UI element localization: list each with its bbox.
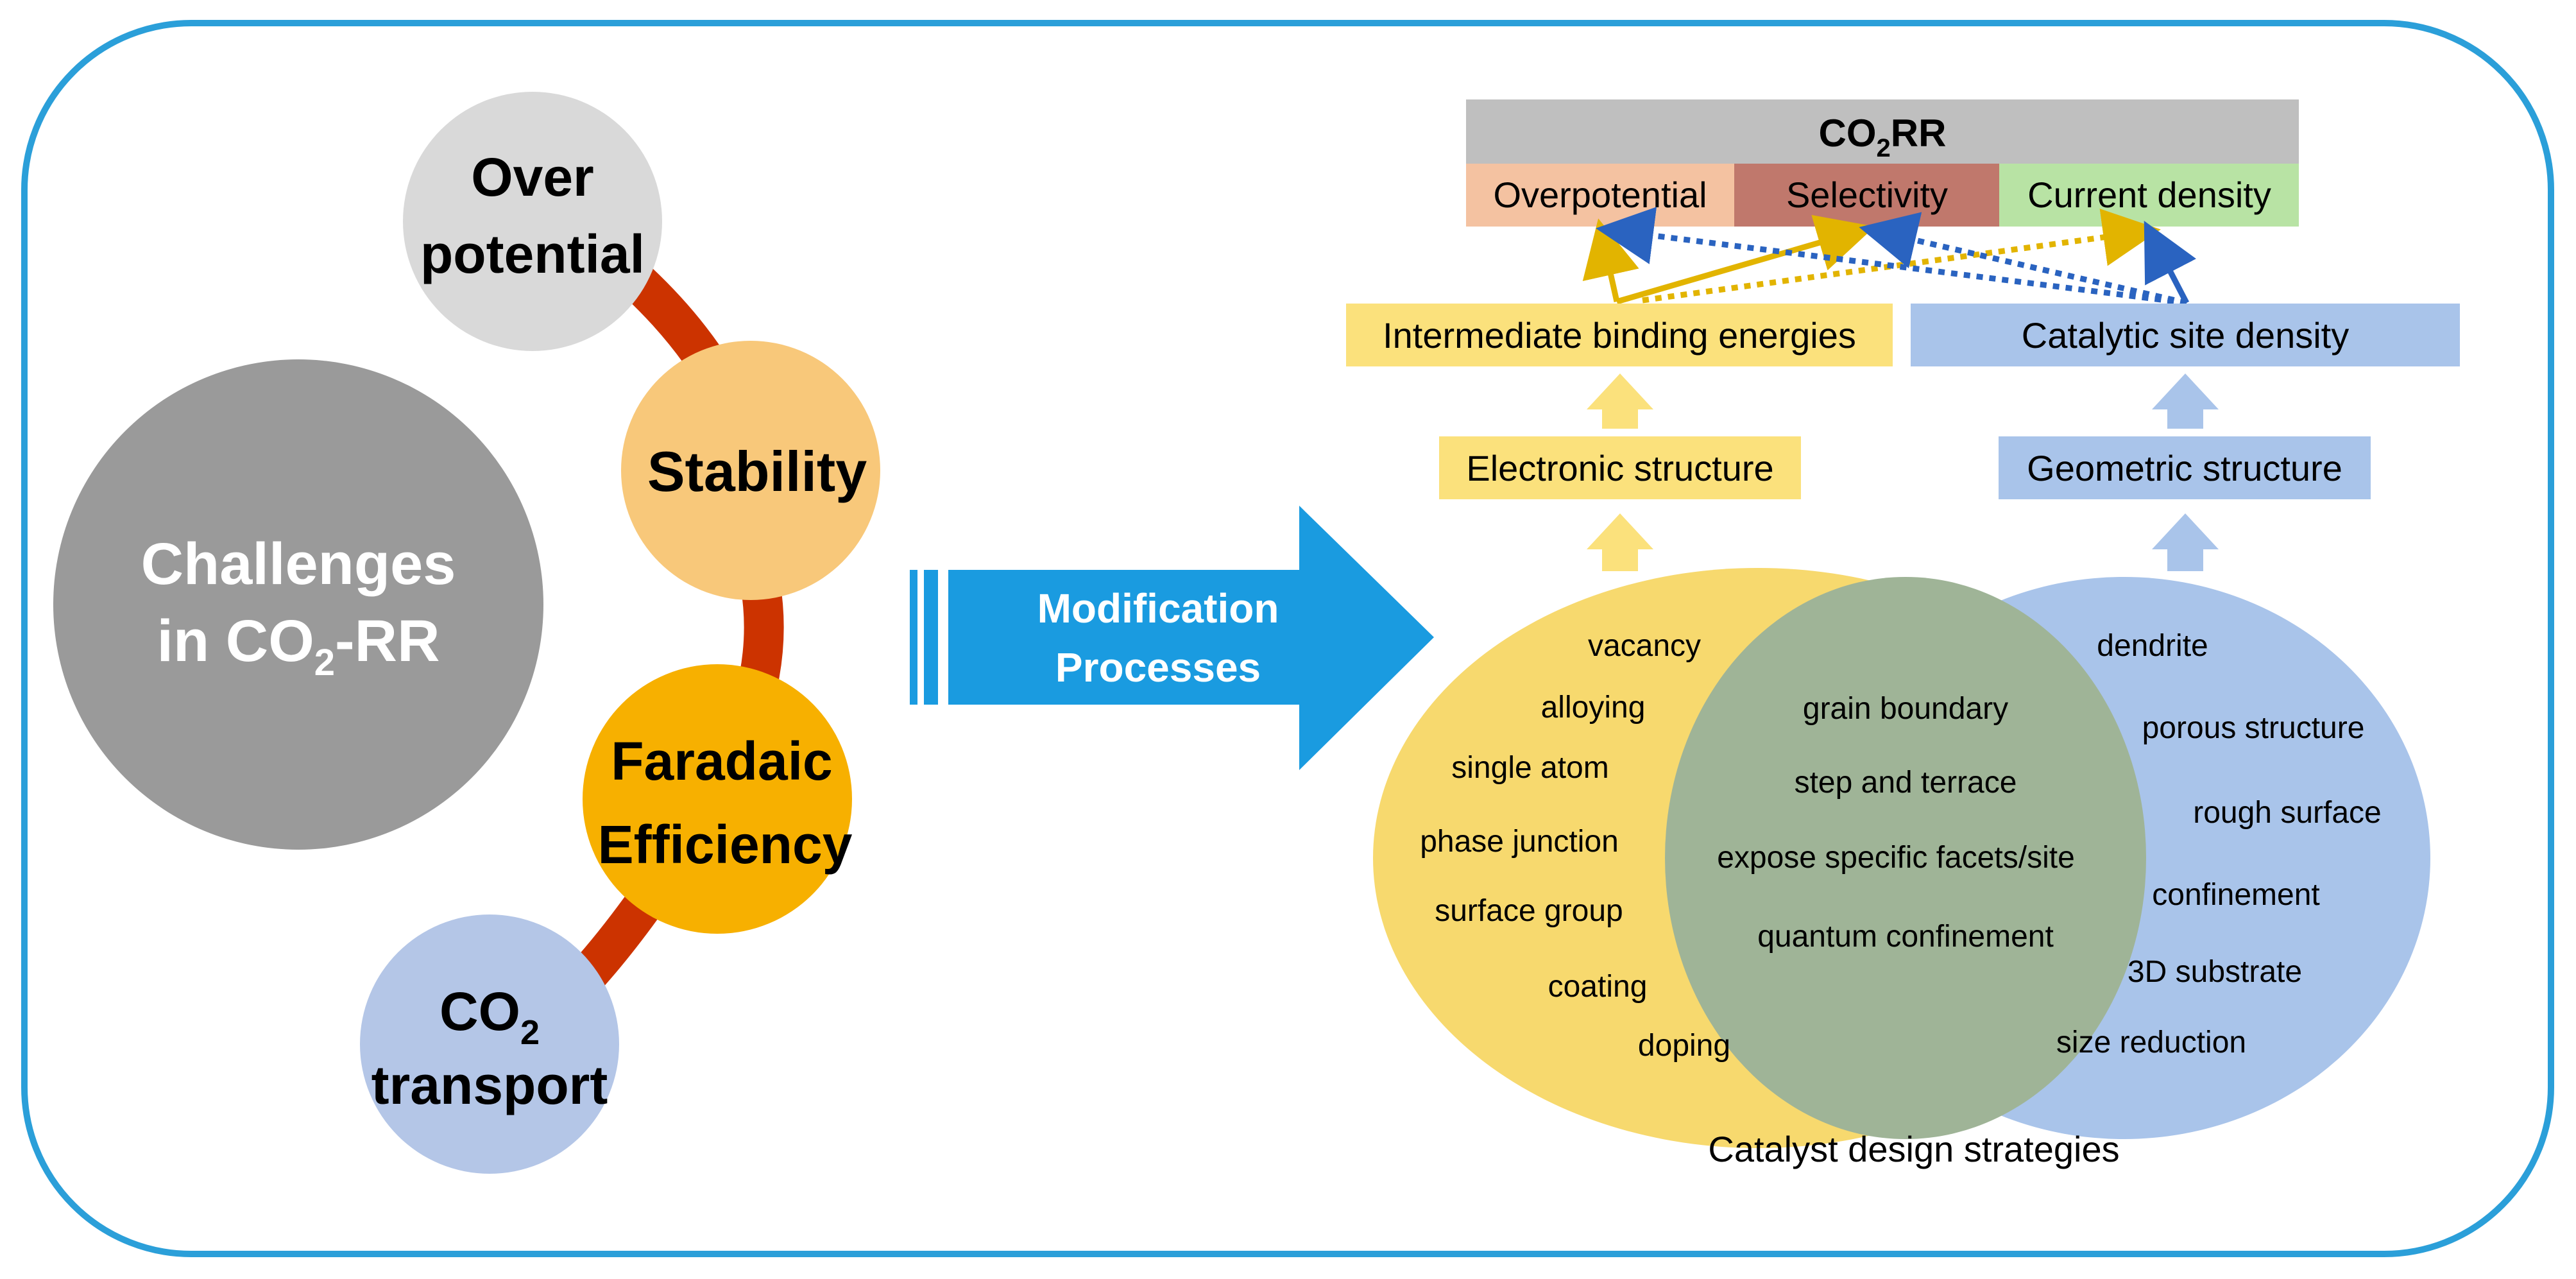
arrow-label-line2: Processes bbox=[1055, 644, 1261, 691]
venn-right-item: rough surface bbox=[2193, 796, 2382, 830]
venn-right-items: dendrite porous structure rough surface … bbox=[2056, 629, 2382, 1060]
venn-caption: Catalyst design strategies bbox=[1708, 1129, 2119, 1169]
connection-lines bbox=[1582, 207, 2197, 306]
geometric-box bbox=[1999, 436, 2371, 499]
venn-left-item: coating bbox=[1548, 970, 1648, 1004]
venn-center-item: expose specific facets/site bbox=[1717, 841, 2075, 875]
up-arrow-blue-1 bbox=[2152, 373, 2219, 429]
co2rr-title: CO2RR bbox=[1819, 112, 1947, 162]
selectivity-label: Selectivity bbox=[1786, 175, 1948, 215]
venn-left-items: vacancy alloying single atom phase junct… bbox=[1420, 629, 1730, 1063]
venn-left-item: single atom bbox=[1451, 751, 1608, 785]
co2rr-title-bar bbox=[1466, 99, 2299, 164]
venn-right-item: size reduction bbox=[2056, 1026, 2246, 1060]
current-density-label: Current density bbox=[2027, 175, 2271, 215]
challenges-circle bbox=[53, 359, 543, 850]
challenges-group: Challenges in CO2-RR Over potential Stab… bbox=[53, 92, 880, 1174]
arrow-stripe-2 bbox=[924, 570, 938, 705]
faradaic-circle bbox=[583, 664, 852, 934]
venn-right-item: dendrite bbox=[2097, 629, 2208, 663]
co2-transport-circle bbox=[360, 914, 619, 1174]
venn-right-item: porous structure bbox=[2142, 711, 2365, 745]
level-boxes: Intermediate binding energies Catalytic … bbox=[1346, 304, 2460, 571]
venn-center-item: grain boundary bbox=[1803, 692, 2008, 726]
faradaic-label-line2: Efficiency bbox=[598, 814, 853, 875]
gold-link-selectivity bbox=[1616, 214, 1875, 305]
venn-overlap bbox=[1665, 577, 2146, 1139]
gold-dotted-current-density bbox=[1642, 209, 2161, 304]
over-potential-circle bbox=[403, 92, 662, 351]
geometric-label: Geometric structure bbox=[2027, 448, 2342, 488]
arrow-label-line1: Modification bbox=[1037, 585, 1279, 631]
up-arrow-yellow-1 bbox=[1587, 373, 1653, 429]
stability-label: Stability bbox=[647, 440, 867, 503]
venn-left-item: alloying bbox=[1541, 691, 1646, 725]
over-potential-label-line1: Over bbox=[471, 147, 593, 207]
venn-center-item: step and terrace bbox=[1795, 766, 2017, 800]
catalytic-label: Catalytic site density bbox=[2022, 315, 2349, 356]
over-potential-label-line2: potential bbox=[420, 224, 645, 284]
challenges-title-line1: Challenges bbox=[141, 531, 456, 597]
stability-circle bbox=[621, 341, 880, 600]
intermediate-label: Intermediate binding energies bbox=[1383, 315, 1856, 356]
venn-center-item: quantum confinement bbox=[1757, 920, 2054, 954]
arrow-stripe-1 bbox=[910, 570, 917, 705]
co2rr-table: CO2RR Overpotential Selectivity Current … bbox=[1466, 99, 2299, 227]
venn-left-item: phase junction bbox=[1420, 825, 1619, 859]
overpotential-label: Overpotential bbox=[1493, 175, 1707, 215]
electronic-box bbox=[1439, 436, 1801, 499]
venn-left-item: surface group bbox=[1435, 894, 1623, 928]
electronic-label: Electronic structure bbox=[1466, 448, 1773, 488]
venn-left-item: vacancy bbox=[1588, 629, 1701, 663]
arrow-body bbox=[948, 506, 1434, 770]
faradaic-label-line1: Faradaic bbox=[611, 731, 833, 791]
intermediate-box bbox=[1346, 304, 1893, 366]
challenges-title-line2: in CO2-RR bbox=[157, 608, 439, 683]
venn-left-item: doping bbox=[1638, 1029, 1730, 1063]
transport-label: transport bbox=[371, 1055, 608, 1115]
co2-label: CO2 bbox=[439, 981, 540, 1052]
venn-center-items: grain boundary step and terrace expose s… bbox=[1717, 692, 2075, 954]
catalytic-box bbox=[1911, 304, 2460, 366]
blue-dotted-selectivity bbox=[1859, 212, 2188, 306]
up-arrow-yellow-2 bbox=[1587, 513, 1653, 571]
venn-right-item: 3D substrate bbox=[2128, 955, 2302, 989]
venn-diagram: vacancy alloying single atom phase junct… bbox=[1373, 568, 2430, 1169]
modification-arrow: Modification Processes bbox=[910, 506, 1434, 770]
up-arrow-blue-2 bbox=[2152, 513, 2219, 571]
blue-link-current-density bbox=[2144, 221, 2197, 305]
venn-right-item: confinement bbox=[2152, 878, 2320, 912]
